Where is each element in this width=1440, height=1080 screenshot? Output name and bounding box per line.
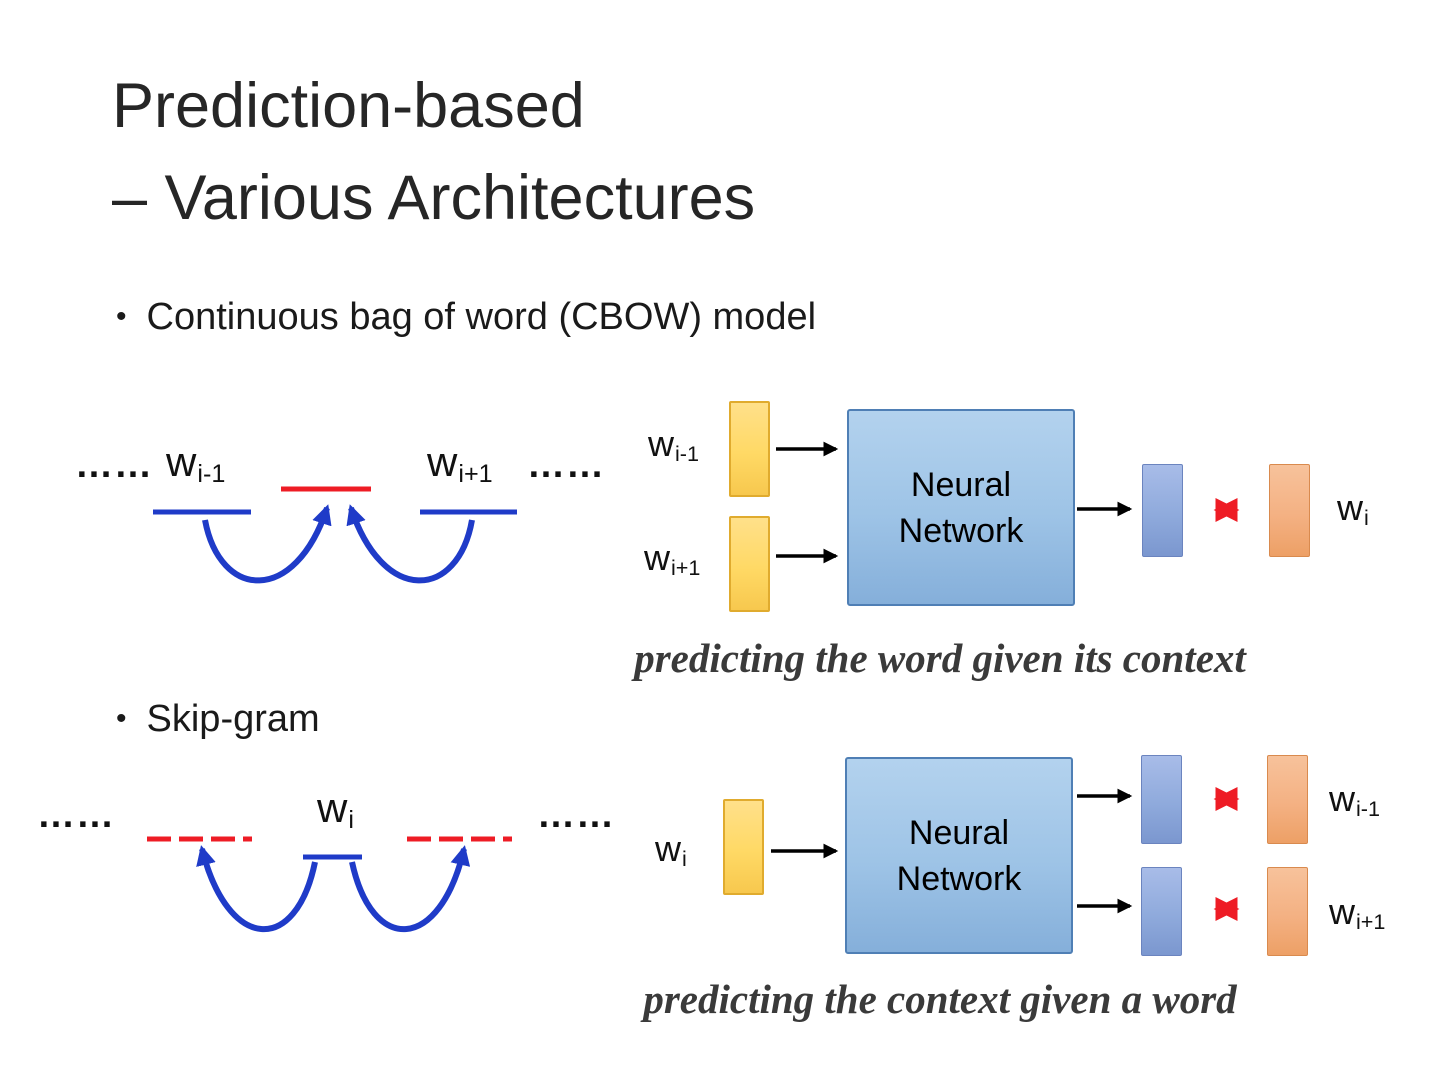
w-base: w bbox=[1337, 487, 1363, 528]
cbow-target-box bbox=[1269, 464, 1310, 557]
skipgram-target-label-w-next: wi+1 bbox=[1329, 891, 1386, 935]
neural-network-label-line2: Network bbox=[896, 859, 1022, 898]
neural-network-label-line1: Neural bbox=[908, 813, 1010, 852]
w-base: w bbox=[317, 784, 348, 831]
caption-skipgram: predicting the context given a word bbox=[643, 976, 1237, 1022]
cbow-arrow-from-prev bbox=[202, 504, 332, 584]
skipgram-embedding-box-prev bbox=[1141, 755, 1182, 844]
bullet-cbow: • Continuous bag of word (CBOW) model bbox=[116, 296, 816, 339]
w-base: w bbox=[644, 537, 670, 578]
page-title: Prediction-based – Various Architectures bbox=[112, 60, 1312, 244]
skipgram-input-label-w: wi bbox=[655, 828, 687, 872]
w-subscript: i+1 bbox=[1356, 909, 1386, 935]
page-title-line1: Prediction-based bbox=[112, 71, 585, 141]
cbow-arrow-from-next bbox=[346, 504, 475, 584]
w-subscript: i bbox=[1364, 505, 1369, 531]
skipgram-left-ellipsis: …… bbox=[37, 794, 115, 836]
w-base: w bbox=[1329, 891, 1355, 932]
w-subscript: i+1 bbox=[458, 460, 493, 489]
page-title-line2: – Various Architectures bbox=[112, 163, 756, 233]
w-subscript: i-1 bbox=[675, 441, 699, 467]
skipgram-input-box-w bbox=[723, 799, 764, 895]
bullet-skipgram-label: Skip-gram bbox=[146, 698, 320, 740]
skipgram-target-label-w-prev: wi-1 bbox=[1329, 778, 1380, 822]
skipgram-arrow-to-left bbox=[196, 845, 318, 933]
w-subscript: i-1 bbox=[1356, 796, 1380, 822]
w-base: w bbox=[427, 438, 458, 485]
cbow-input-label-w-next: wi+1 bbox=[644, 537, 701, 581]
w-base: w bbox=[166, 438, 197, 485]
bullet-cbow-label: Continuous bag of word (CBOW) model bbox=[146, 296, 817, 338]
bullet-marker: • bbox=[116, 300, 127, 333]
skipgram-arrow-to-right bbox=[349, 845, 471, 933]
skipgram-right-ellipsis: …… bbox=[537, 794, 615, 836]
bullet-skipgram: • Skip-gram bbox=[116, 698, 320, 741]
w-base: w bbox=[648, 423, 674, 464]
cbow-left-ellipsis: …… bbox=[75, 444, 153, 486]
cbow-neural-network-box: Neural Network bbox=[847, 409, 1075, 606]
skipgram-neural-network-box: Neural Network bbox=[845, 757, 1073, 954]
cbow-input-box-w-prev bbox=[729, 401, 770, 497]
cbow-right-ellipsis: …… bbox=[527, 444, 605, 486]
cbow-input-label-w-prev: wi-1 bbox=[648, 423, 699, 467]
caption-cbow: predicting the word given its context bbox=[634, 635, 1246, 681]
w-subscript: i bbox=[348, 806, 354, 835]
cbow-embedding-box bbox=[1142, 464, 1183, 557]
skipgram-target-box-prev bbox=[1267, 755, 1308, 844]
skipgram-target-box-next bbox=[1267, 867, 1308, 956]
skipgram-inline-label-w: wi bbox=[317, 784, 354, 835]
w-base: w bbox=[1329, 778, 1355, 819]
skipgram-embedding-box-next bbox=[1141, 867, 1182, 956]
cbow-target-label-w: wi bbox=[1337, 487, 1369, 531]
cbow-inline-label-w-prev: wi-1 bbox=[166, 438, 226, 489]
cbow-input-box-w-next bbox=[729, 516, 770, 612]
w-subscript: i-1 bbox=[197, 460, 226, 489]
neural-network-label-line2: Network bbox=[898, 511, 1024, 550]
w-subscript: i bbox=[682, 846, 687, 872]
neural-network-label-line1: Neural bbox=[910, 465, 1012, 504]
w-subscript: i+1 bbox=[671, 555, 701, 581]
cbow-inline-label-w-next: wi+1 bbox=[427, 438, 493, 489]
w-base: w bbox=[655, 828, 681, 869]
bullet-marker: • bbox=[116, 702, 127, 735]
